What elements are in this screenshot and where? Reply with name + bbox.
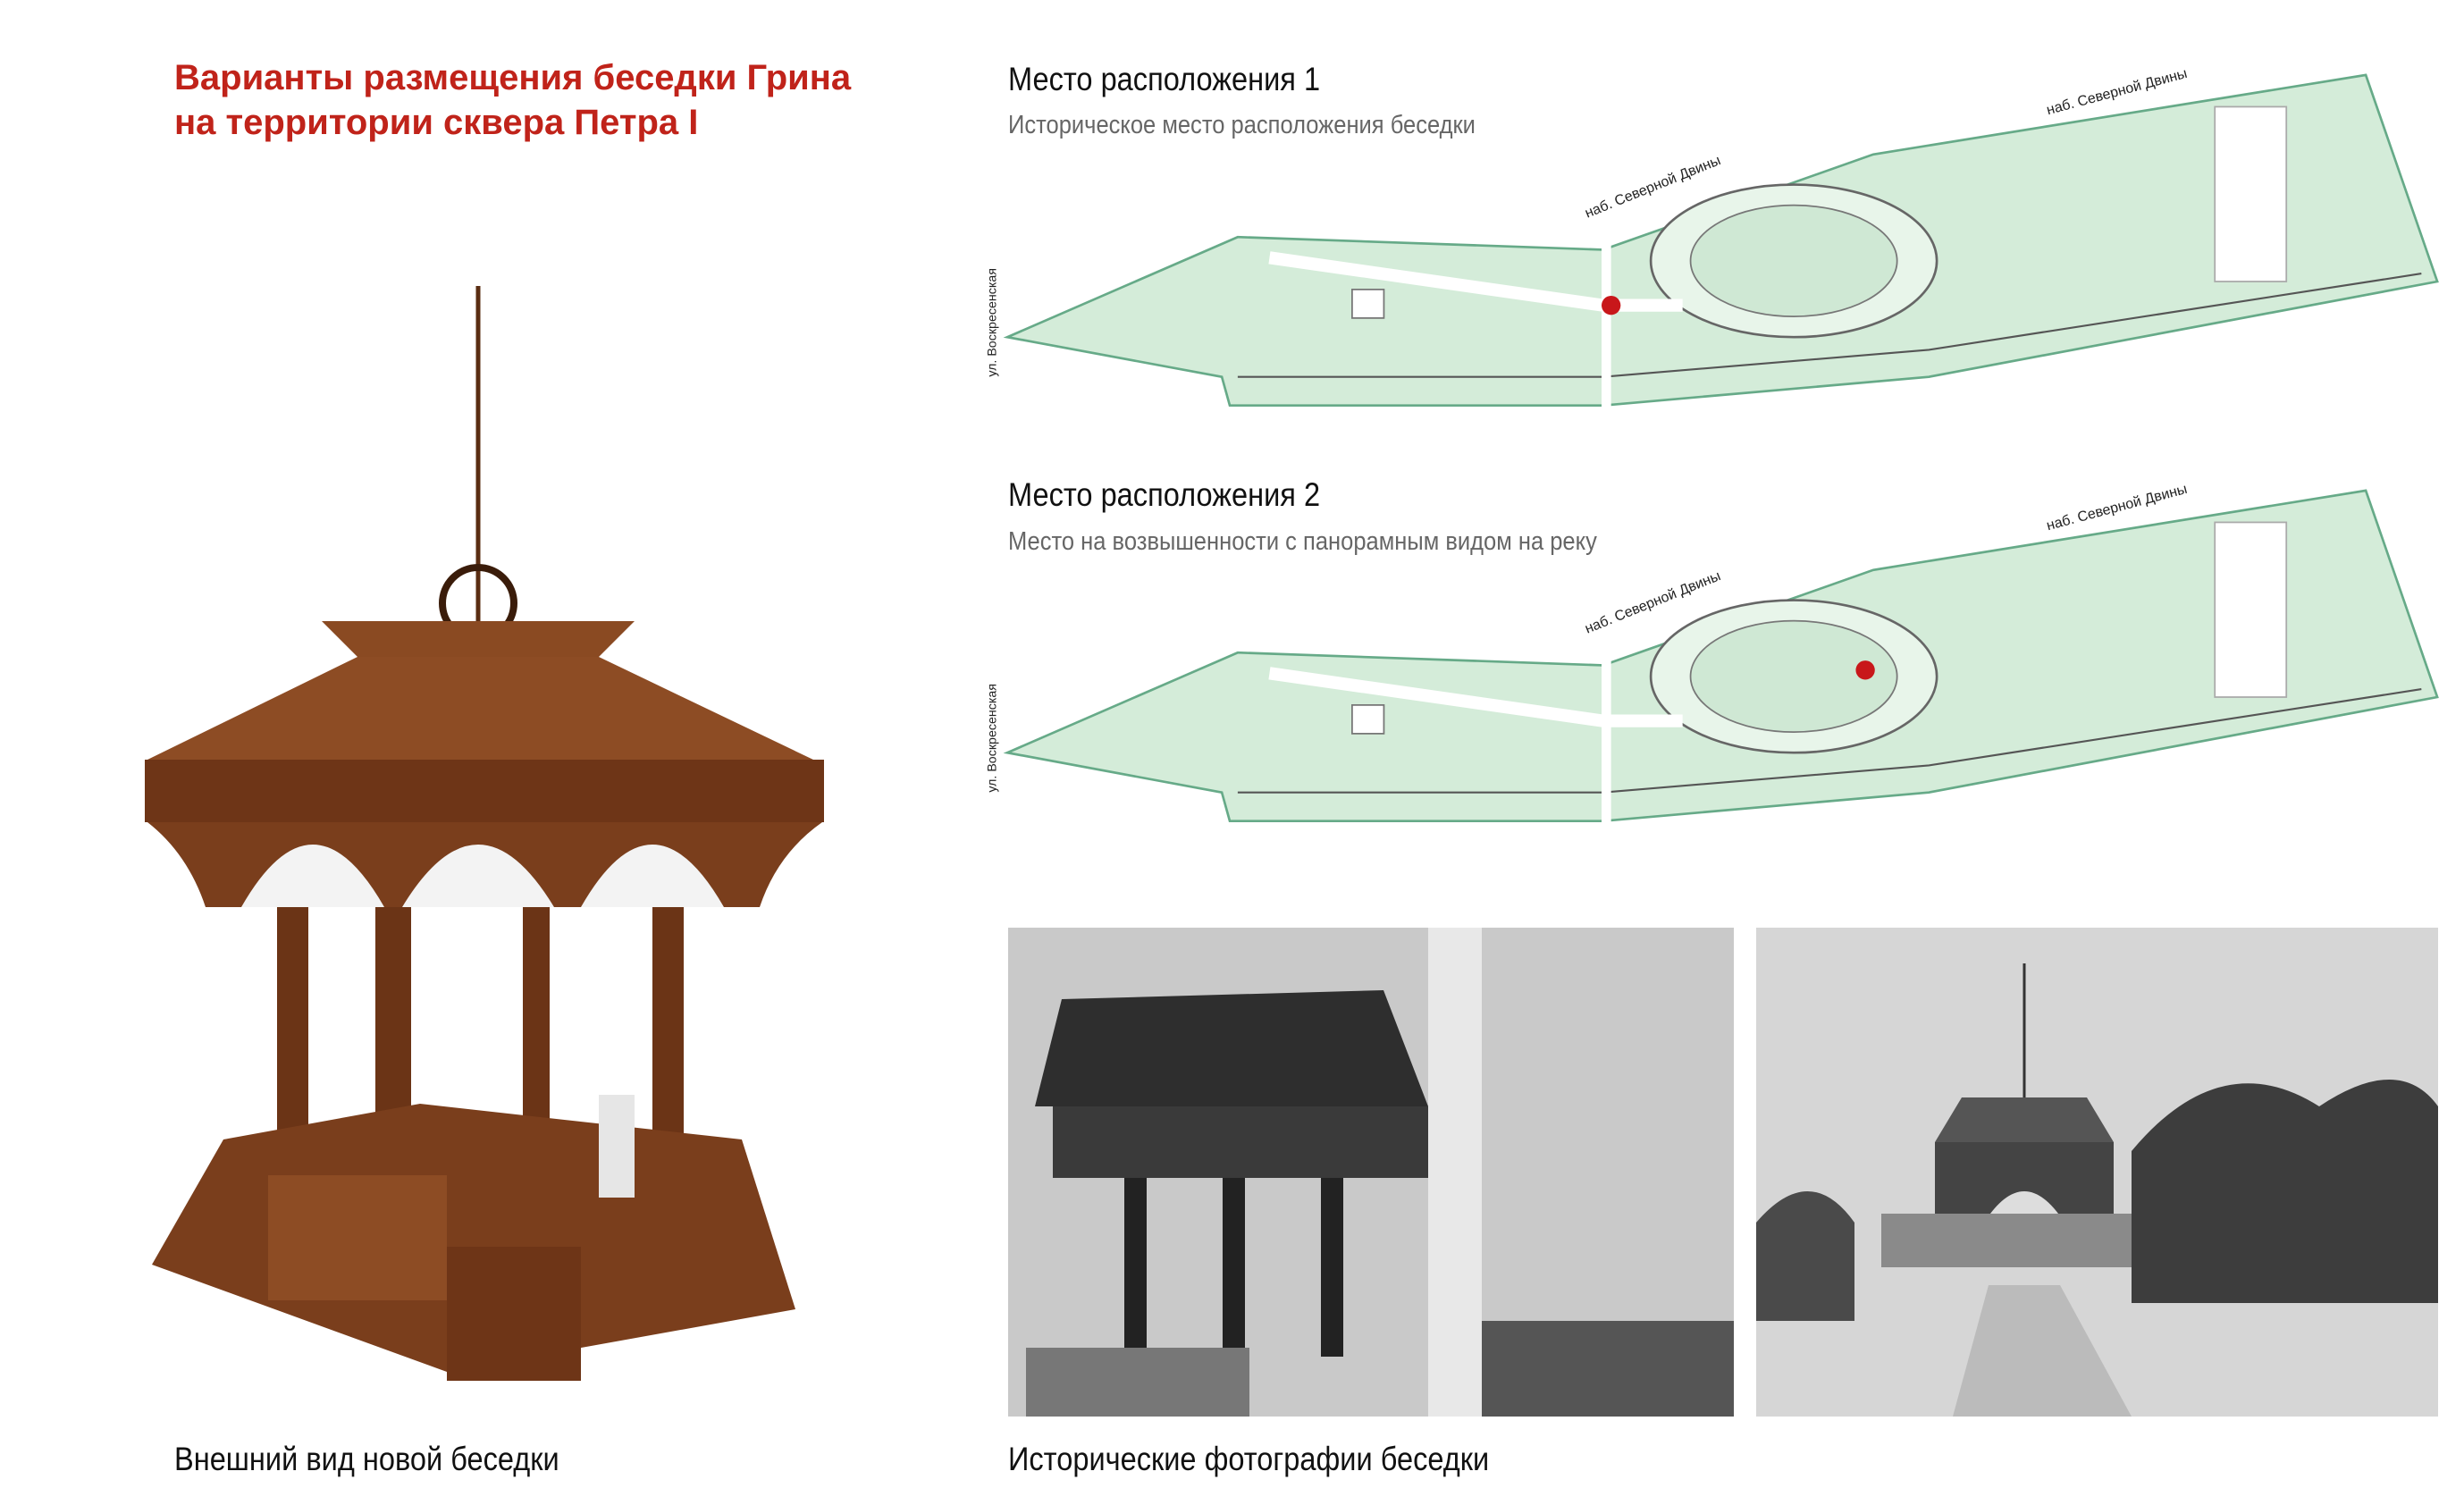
title-line-1: Варианты размещения беседки Грина — [174, 58, 852, 97]
site-plan-1: наб. Северной Двины наб. Северной Двины … — [986, 67, 2439, 409]
historic-photo-2 — [1756, 928, 2438, 1417]
location-2-subtitle: Место на возвышенности с панорамным видо… — [1008, 527, 1597, 556]
title-line-2: на территории сквера Петра I — [174, 103, 699, 142]
location-marker — [1602, 296, 1621, 315]
street-label: ул. Воскресенская — [986, 684, 1000, 793]
photos-caption: Исторические фотографии беседки — [1008, 1441, 1490, 1477]
location-2-title: Место расположения 2 — [1008, 476, 1321, 513]
street-label: ул. Воскресенская — [986, 268, 1000, 377]
gazebo-render — [145, 286, 824, 1381]
location-1-subtitle: Историческое место расположения беседки — [1008, 111, 1476, 139]
render-caption: Внешний вид новой беседки — [174, 1441, 559, 1477]
location-1-title: Место расположения 1 — [1008, 61, 1321, 97]
historic-photo-1 — [1008, 928, 1734, 1417]
human-figure — [599, 1095, 635, 1198]
location-marker — [1855, 660, 1875, 680]
site-plan-2: наб. Северной Двины наб. Северной Двины … — [986, 483, 2449, 840]
page-title: Варианты размещения беседки Грина на тер… — [174, 55, 851, 145]
